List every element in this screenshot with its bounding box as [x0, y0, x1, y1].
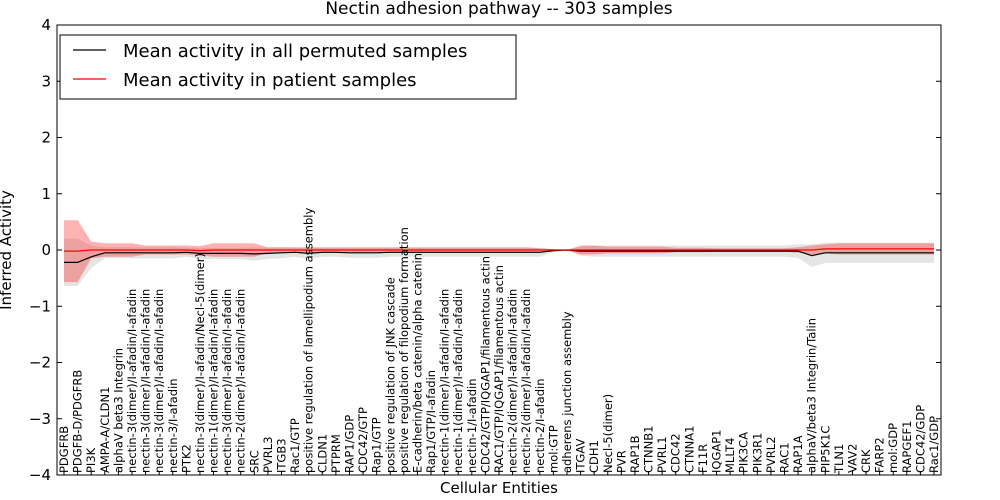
- category-label: nectin-2(dimer)/I-afadin/I-afadin: [519, 289, 533, 473]
- category-label: CDC42/GTP/IQGAP1/filamentous actin: [478, 256, 492, 473]
- y-tick-label: 3: [41, 72, 51, 90]
- category-label: nectin-2(dimer)/I-afadin/I-afadin: [506, 289, 520, 473]
- legend-box: [59, 34, 517, 100]
- category-label: CDC42/GTP: [356, 407, 370, 473]
- category-label: PIK3R1: [750, 433, 764, 474]
- category-label: nectin-3(dimer)/I-afadin/Necl-5(dimer): [193, 253, 207, 473]
- category-label: CTNNB1: [642, 426, 656, 473]
- category-label: SRC: [247, 450, 261, 473]
- category-label: RAC1: [777, 442, 791, 473]
- category-label: Rap1/GTP: [370, 417, 384, 473]
- category-label: Rap1/GTP/I-afadin: [424, 370, 438, 473]
- category-label: mol:GDP: [886, 423, 900, 473]
- category-label: MLLT4: [723, 438, 737, 474]
- category-label: RAP1B: [628, 435, 642, 473]
- category-label: ITGB3: [275, 438, 289, 473]
- y-tick-label: 4: [41, 16, 51, 34]
- category-label: alphaV/beta3 Integrin/Talin: [805, 318, 819, 473]
- category-label: AMPA-A/CLDN1: [98, 387, 112, 473]
- category-label: positive regulation of filopodium format…: [397, 227, 411, 473]
- category-label: PTK2: [179, 444, 193, 473]
- category-label: CTNNA1: [682, 426, 696, 473]
- category-label: Rac1/GDP: [927, 416, 941, 473]
- category-label: PTPRM: [329, 434, 343, 473]
- category-label: nectin-3(dimer)/I-afadin/I-afadin: [139, 289, 153, 473]
- category-label: PVRL2: [764, 436, 778, 473]
- category-label: CDH1: [587, 440, 601, 473]
- y-tick-label: −3: [29, 410, 51, 428]
- category-label: PVRL3: [261, 436, 275, 473]
- category-label: adherens junction assembly: [560, 311, 574, 473]
- y-tick-label: −1: [29, 297, 51, 315]
- category-label: nectin-3(dimer)/I-afadin/I-afadin: [220, 289, 234, 473]
- x-axis-label: Cellular Entities: [440, 479, 558, 497]
- category-label: TLN1: [832, 444, 846, 474]
- category-label: RAP1A: [791, 435, 805, 473]
- series-line-0: [64, 249, 934, 263]
- category-label: nectin-2/I-afadin: [533, 379, 547, 474]
- y-tick-label: −4: [29, 466, 51, 484]
- category-label: E-cadherin/beta catenin/alpha catenin: [410, 253, 424, 473]
- category-label: nectin-3/I-afadin: [166, 379, 180, 474]
- category-label: PVRL1: [655, 436, 669, 473]
- category-label: PDGFRB: [57, 426, 71, 473]
- category-label: nectin-2(dimer)/I-afadin/I-afadin: [234, 289, 248, 473]
- category-label: positive regulation of lamellipodium ass…: [302, 208, 316, 473]
- y-tick-label: 1: [41, 185, 51, 203]
- category-label: mol:GTP: [546, 425, 560, 473]
- legend-label-patient: Mean activity in patient samples: [123, 70, 417, 91]
- legend: Mean activity in all permuted samples Me…: [59, 34, 517, 100]
- category-label: FARP2: [873, 437, 887, 473]
- y-tick-label: 0: [41, 241, 51, 259]
- series-line-1: [64, 248, 934, 252]
- category-label: F11R: [696, 444, 710, 473]
- category-label: positive regulation of JNK cascade: [383, 277, 397, 473]
- y-axis-ticks: 4 3 2 1 0 −1 −2 −3 −4: [29, 16, 941, 484]
- category-label: Rac1/GTP: [288, 418, 302, 473]
- category-label: nectin-1/I-afadin: [465, 379, 479, 474]
- category-label: VAV2: [845, 444, 859, 473]
- category-label: PDGFB-D/PDGFRB: [71, 370, 85, 473]
- series-band-1: [64, 220, 934, 283]
- category-label: ITGAV: [574, 439, 588, 473]
- legend-label-permuted: Mean activity in all permuted samples: [123, 41, 467, 62]
- category-label: PIP5K1C: [818, 426, 832, 473]
- category-label: PI3K: [84, 447, 98, 473]
- category-label: nectin-1(dimer)/I-afadin/I-afadin: [451, 289, 465, 473]
- category-label: CDC42: [669, 433, 683, 473]
- category-label: RAP1/GDP: [342, 415, 356, 473]
- category-label: IQGAP1: [710, 430, 724, 473]
- category-label: Necl-5(dimer): [601, 394, 615, 473]
- category-label: PVR: [614, 450, 628, 473]
- category-label: nectin-3(dimer)/I-afadin/I-afadin: [152, 289, 166, 473]
- category-label: nectin-1(dimer)/I-afadin/I-afadin: [207, 289, 221, 473]
- y-tick-label: −2: [29, 354, 51, 372]
- category-label: CLDN1: [315, 434, 329, 473]
- category-label: nectin-3(dimer)/I-afadin/I-afadin: [125, 289, 139, 473]
- category-label: CRK: [859, 449, 873, 473]
- category-label: nectin-1(dimer)/I-afadin/I-afadin: [438, 289, 452, 473]
- series-lines: [64, 248, 934, 263]
- category-label: RAPGEF1: [900, 421, 914, 473]
- y-axis-label: Inferred Activity: [0, 190, 15, 310]
- y-tick-label: 2: [41, 129, 51, 147]
- category-label: CDC42/GDP: [913, 405, 927, 473]
- category-label: alphaV beta3 Integrin: [111, 348, 125, 473]
- chart-title: Nectin adhesion pathway -- 303 samples: [325, 0, 672, 19]
- category-label: RAC1/GTP/IQGAP1/filamentous actin: [492, 265, 506, 473]
- category-label: PIK3CA: [737, 432, 751, 473]
